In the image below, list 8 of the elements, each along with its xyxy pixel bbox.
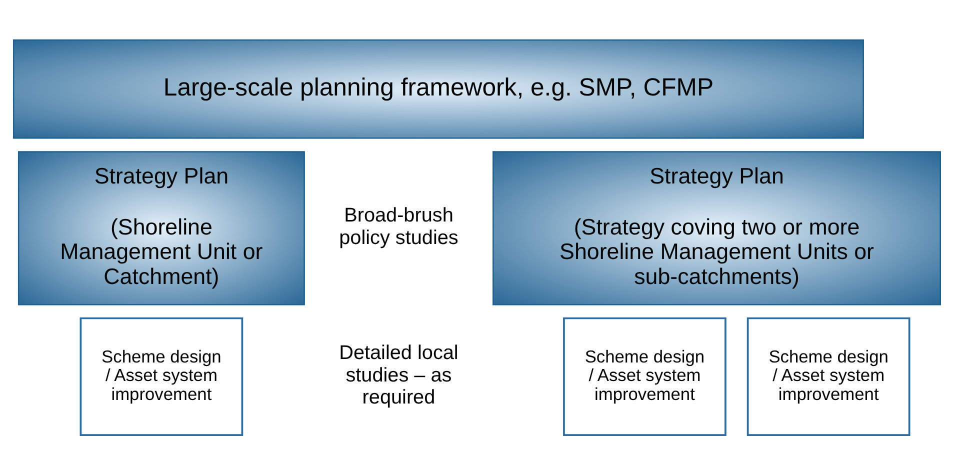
node-box: Large-scale planning framework, e.g. SMP, CFMP (13, 39, 864, 139)
node-box: Scheme design / Asset system improvement (746, 317, 910, 436)
label: Detailed local studies – as required (339, 342, 458, 409)
node-box: Scheme design / Asset system improvement (80, 317, 244, 436)
node-box: Strategy Plan (Shoreline Management Unit or Catchment) (18, 151, 305, 306)
label: Broad-brush policy studies (339, 204, 458, 250)
node-box: Strategy Plan (Strategy coving two or more Shoreline Management Units or sub-catchments) (492, 151, 941, 306)
node-box: Scheme design / Asset system improvement (563, 317, 726, 436)
